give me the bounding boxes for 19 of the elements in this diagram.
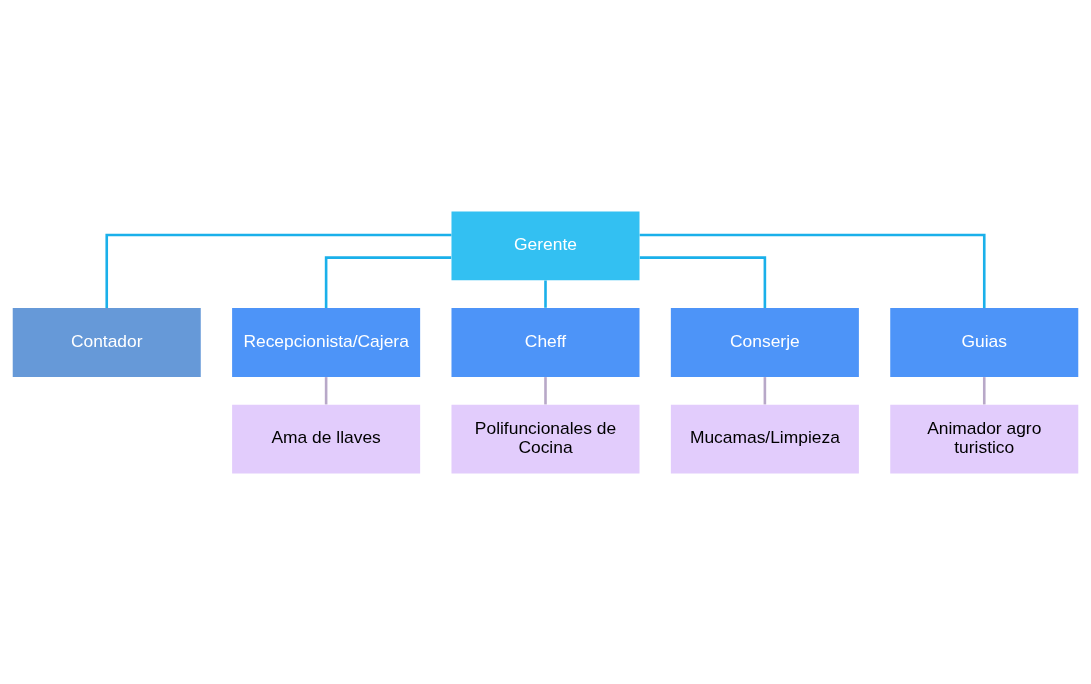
node-box: Polifuncionales de Cocina — [451, 404, 640, 473]
node-box: Ama de llaves — [232, 404, 421, 473]
connector — [324, 255, 452, 308]
connector — [982, 376, 986, 404]
connector — [639, 233, 986, 308]
connector — [324, 376, 328, 404]
node-box: Recepcionista/Cajera — [232, 307, 421, 377]
connector — [544, 280, 547, 308]
connector — [763, 376, 767, 404]
connector — [639, 255, 767, 308]
node-box: Mucamas/Limpieza — [670, 404, 859, 473]
node-box: Guias — [890, 307, 1079, 377]
node-box: Conserje — [670, 307, 859, 377]
node-box: Animador agro turistico — [890, 404, 1079, 473]
node-box: Contador — [12, 307, 201, 377]
node-box: Gerente — [451, 211, 640, 280]
node-box: Cheff — [451, 307, 640, 377]
connector — [544, 376, 547, 404]
connector — [105, 233, 452, 308]
